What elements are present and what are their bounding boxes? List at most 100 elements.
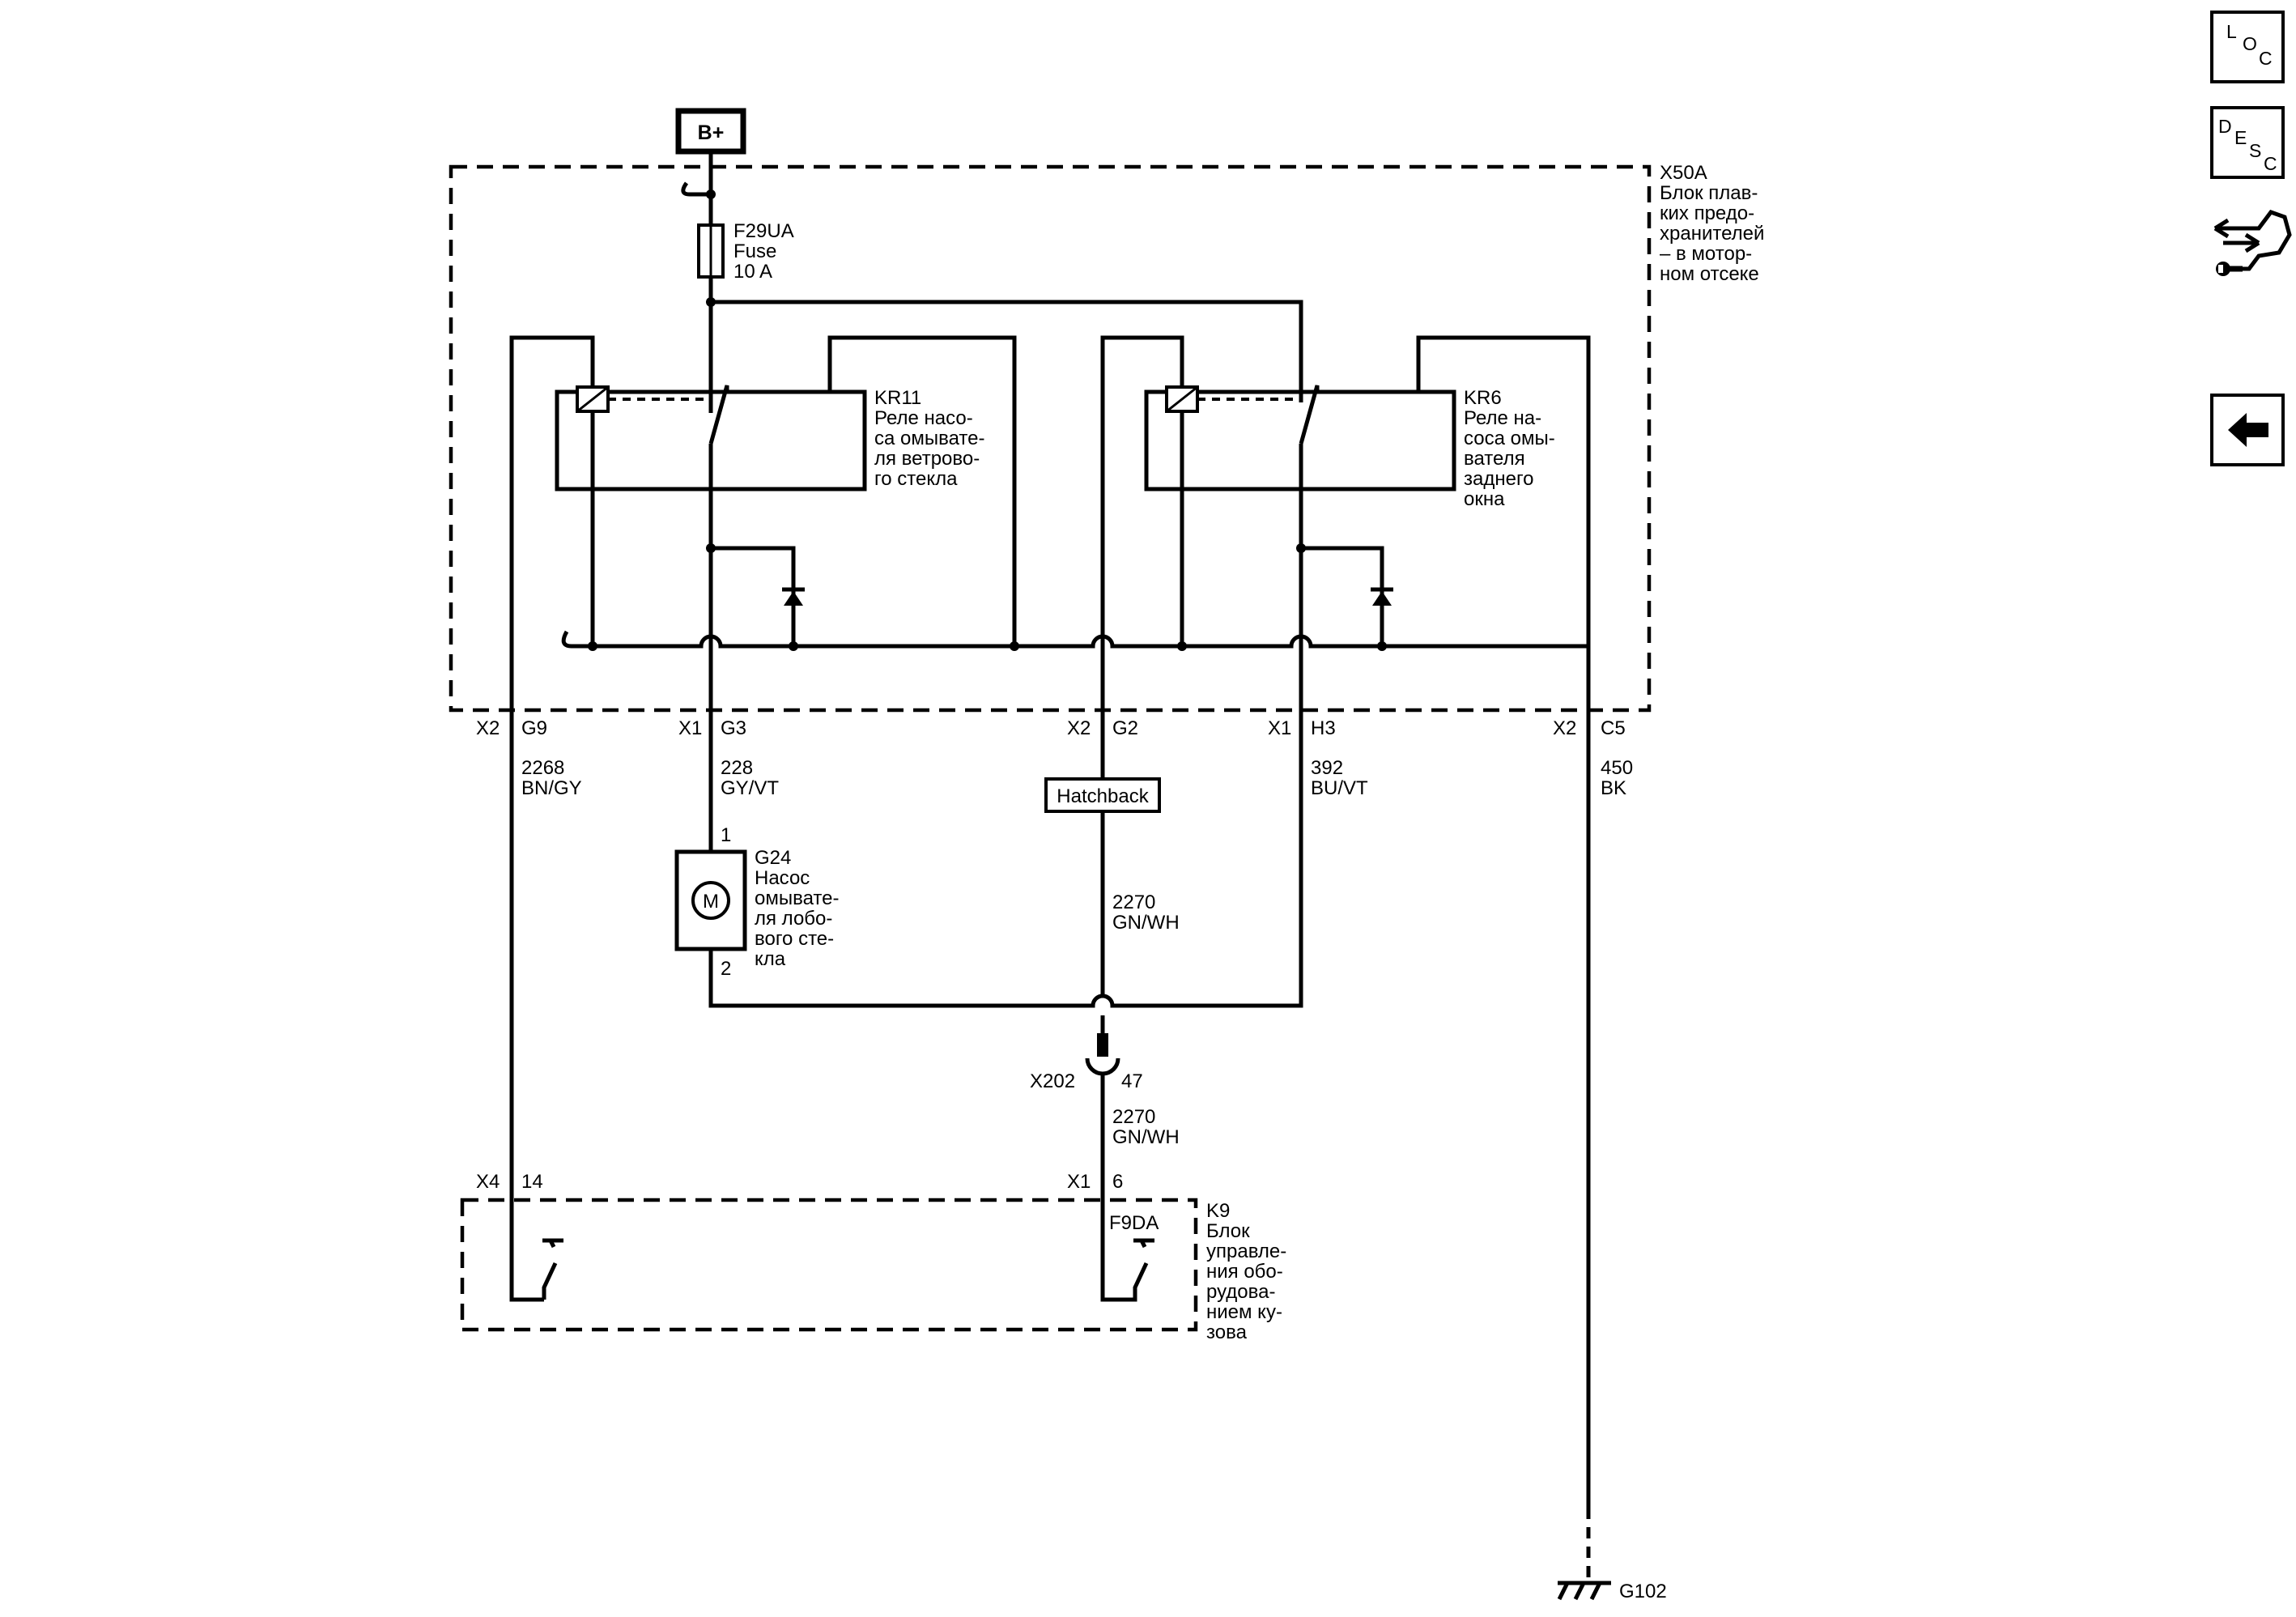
bcm-name-line: нием ку-: [1206, 1301, 1282, 1323]
diode-symbol: [784, 591, 803, 606]
internal-ground-bus: [561, 630, 1588, 651]
bcm-name-line: зова: [1206, 1321, 1248, 1343]
relay-kr11-name-line: ля ветрово-: [874, 448, 980, 470]
desc-button[interactable]: D E S C: [2210, 106, 2285, 179]
arrow-left-icon: [2228, 413, 2268, 447]
bcm-switch-label: F9DA: [1109, 1212, 1159, 1234]
wire-circuit: 228: [721, 757, 753, 779]
pump-pin-top: 1: [721, 824, 731, 846]
pin-connector: X2: [1067, 717, 1091, 739]
fuse-block-id: X50A: [1660, 162, 1707, 184]
svg-text:C: C: [2259, 48, 2273, 69]
hatchback-label: Hatchback: [1057, 785, 1149, 807]
loc-button[interactable]: L O C: [2210, 11, 2285, 83]
svg-text:O: O: [2243, 33, 2257, 54]
pin-terminal: G2: [1112, 717, 1138, 739]
pin-terminal: H3: [1311, 717, 1336, 739]
fuse-type: Fuse: [733, 240, 776, 262]
pump-name-line: омывате-: [755, 887, 839, 909]
bcm-left-pin: 14: [521, 1171, 543, 1193]
inline-connector-x202: X202 47: [1030, 1033, 1143, 1200]
pump-name-line: ля лобо-: [755, 908, 832, 930]
pin-terminal: G3: [721, 717, 746, 739]
wire-color: GY/VT: [721, 777, 779, 799]
fuse-block-label: X50A Блок плав- ких предо- хранителей – …: [1660, 162, 1764, 285]
relay-kr6-name-line: Реле на-: [1464, 407, 1541, 429]
relay-kr6-coil-feed: [1100, 335, 1184, 710]
fuse-block-name-line: хранителей: [1660, 223, 1764, 245]
pump-return-loop: [708, 710, 1303, 1008]
pump-pin-bottom: 2: [721, 958, 731, 980]
connector-cup: [1085, 1057, 1120, 1076]
relay-kr11-name-line: са омывате-: [874, 428, 984, 449]
svg-text:C: C: [2264, 153, 2277, 174]
bcm-name-line: Блок: [1206, 1220, 1250, 1242]
bcm-name-line: рудова-: [1206, 1281, 1275, 1303]
battery-supply-label: B+: [698, 121, 725, 144]
pin-connector: X2: [1553, 717, 1576, 739]
wire-circuit: 392: [1311, 757, 1343, 779]
pin-connector: X2: [476, 717, 500, 739]
hatchback-option-box: Hatchback: [1044, 777, 1161, 813]
pump-name-line: кла: [755, 948, 786, 970]
fuse-id: F29UA: [733, 220, 794, 242]
diode-front: [706, 543, 805, 646]
diode-symbol: [1372, 591, 1392, 606]
relay-kr6-name-line: вателя: [1464, 448, 1525, 470]
wire-color: BN/GY: [521, 777, 582, 799]
relay-kr11-name-line: Реле насо-: [874, 407, 973, 429]
relay-kr6-name-line: соса омы-: [1464, 428, 1555, 449]
bcm-switch-left: [542, 1262, 558, 1300]
battery-supply: B+: [675, 108, 746, 155]
bcm-right-pin: 6: [1112, 1171, 1123, 1193]
svg-text:S: S: [2249, 140, 2261, 161]
relay-kr6-id: KR6: [1464, 387, 1502, 409]
relay-kr11-id: KR11: [874, 387, 921, 409]
wire-circuit: 450: [1601, 757, 1633, 779]
svg-text:D: D: [2218, 116, 2232, 137]
svg-text:L: L: [2226, 21, 2237, 42]
wire-circuit: 2270: [1112, 891, 1155, 913]
fuse-rating: 10 A: [733, 261, 772, 283]
relay-kr11: KR11 Реле насо- са омывате- ля ветрово- …: [509, 302, 1017, 710]
washer-pump-g24: M 1 2 G24 Насос омывате- ля лобо- вого с…: [674, 824, 839, 980]
wire-circuit: 2270: [1112, 1106, 1155, 1128]
fuse-block-name-line: ких предо-: [1660, 202, 1754, 224]
bcm-k9-outline: [460, 1198, 1198, 1332]
bcm-right-connector: X1: [1067, 1171, 1091, 1193]
ground-id: G102: [1619, 1581, 1667, 1602]
relay-kr11-coil-feed: [509, 335, 595, 710]
pump-id: G24: [755, 847, 791, 869]
fuse-block-name-line: – в мотор-: [1660, 243, 1752, 265]
motor-symbol: [691, 881, 730, 920]
bcm-switch-right: [1100, 1200, 1149, 1302]
wire-2268: [509, 710, 544, 1302]
motor-letter: M: [703, 891, 719, 913]
connector-id: X202: [1030, 1070, 1075, 1092]
relay-kr11-name-line: го стекла: [874, 468, 958, 490]
wire-color: GN/WH: [1112, 1126, 1180, 1148]
pin-connector: X1: [678, 717, 702, 739]
connector-pin: 47: [1121, 1070, 1143, 1092]
fuse-block-name-line: ном отсеке: [1660, 263, 1759, 285]
wire-circuit: 2268: [521, 757, 564, 779]
fuse-block-outline: [449, 164, 1652, 713]
connector-service-icon[interactable]: [2213, 210, 2292, 276]
pump-name-line: Насос: [755, 867, 810, 889]
diode-rear: [1296, 543, 1393, 646]
supply-entry-symbol: [681, 181, 711, 197]
fuse-f29ua: F29UA Fuse 10 A: [681, 151, 794, 302]
pump-name-line: вого сте-: [755, 928, 834, 950]
fuse-block-pins: X2 G9 X1 G3 X2 G2 X1 H3 X2 C5: [476, 717, 1626, 739]
bcm-id: K9: [1206, 1200, 1230, 1222]
bcm-name-line: ния обо-: [1206, 1261, 1283, 1283]
relay-kr11-switch: [708, 335, 1017, 646]
pin-terminal: C5: [1601, 717, 1626, 739]
back-button[interactable]: [2210, 394, 2285, 466]
bcm-name-line: управле-: [1206, 1240, 1286, 1262]
wire-color: BU/VT: [1311, 777, 1368, 799]
svg-text:E: E: [2234, 127, 2247, 148]
bcm-left-connector: X4: [476, 1171, 500, 1193]
relay-kr6: KR6 Реле на- соса омы- вателя заднего ок…: [1100, 335, 1591, 710]
